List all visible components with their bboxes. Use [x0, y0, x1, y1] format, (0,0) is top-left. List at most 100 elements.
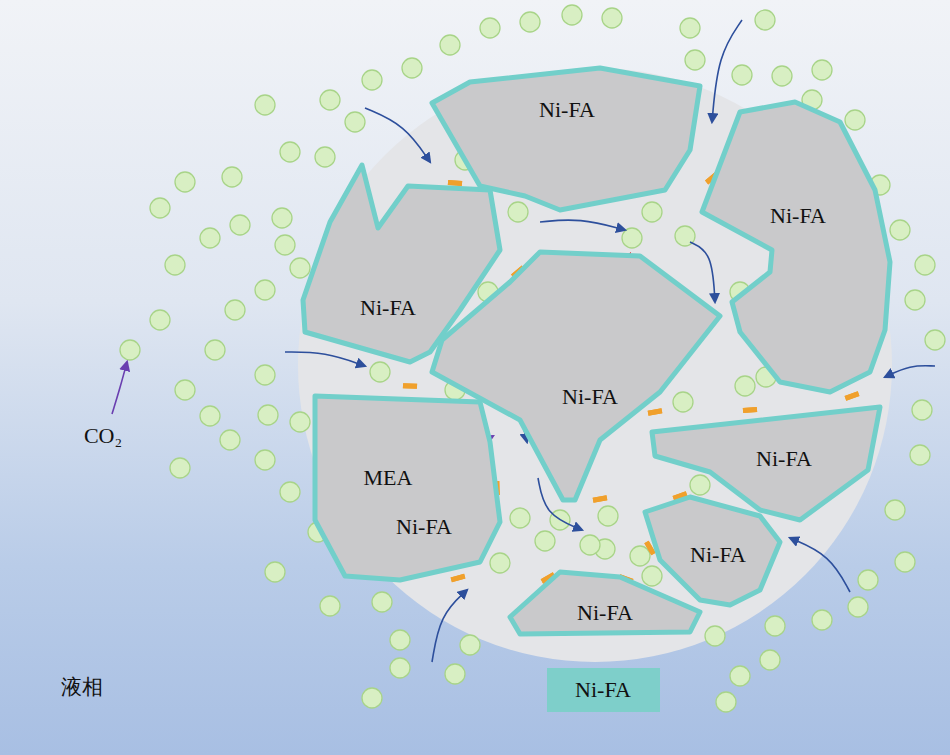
co2-dot — [222, 167, 242, 187]
co2-dot — [220, 430, 240, 450]
species-label: CO₂ — [84, 424, 122, 448]
co2-dot — [225, 300, 245, 320]
co2-dot — [150, 310, 170, 330]
particle-fragment: Ni-FA — [510, 572, 700, 634]
co2-dot — [265, 562, 285, 582]
co2-dot — [910, 445, 930, 465]
co2-dot — [165, 255, 185, 275]
co2-dot — [370, 362, 390, 382]
mea-site — [647, 542, 654, 554]
diffusion-arrows — [112, 20, 935, 662]
mea-site — [508, 185, 522, 187]
co2-dot — [845, 110, 865, 130]
fragment-label: Ni-FA — [690, 543, 746, 567]
fragment-outline — [702, 102, 890, 392]
co2-dot — [272, 208, 292, 228]
co2-dot — [402, 58, 422, 78]
co2-dot — [480, 18, 500, 38]
mea-site — [403, 383, 417, 389]
flow-arrow — [112, 362, 127, 414]
co2-dot — [732, 65, 752, 85]
co2-dot — [170, 458, 190, 478]
flow-arrow — [885, 366, 935, 377]
fragment-label: Ni-FA — [360, 296, 416, 320]
mea-site — [619, 577, 632, 582]
co2-dot — [895, 552, 915, 572]
co2-dot — [345, 112, 365, 132]
particle-circle — [298, 68, 892, 662]
fragment-label: Ni-FA — [539, 98, 595, 122]
fragment-label: Ni-FA — [575, 678, 631, 702]
co2-dot — [280, 482, 300, 502]
co2-dot — [510, 508, 530, 528]
co2-dot — [730, 666, 750, 686]
co2-dot — [390, 658, 410, 678]
legend-box: Ni-FA — [547, 668, 660, 712]
co2-dot — [905, 290, 925, 310]
co2-dot — [622, 228, 642, 248]
co2-dot — [255, 450, 275, 470]
mea-site — [403, 383, 417, 389]
mea-site — [448, 182, 462, 183]
co2-molecules — [120, 5, 945, 712]
mea-site — [650, 171, 660, 181]
co2-dot — [205, 340, 225, 360]
co2-dot — [630, 546, 650, 566]
co2-dot — [440, 35, 460, 55]
flow-arrow — [365, 108, 430, 162]
fragment-label: Ni-FA — [756, 447, 812, 471]
fragment-shape — [547, 668, 660, 712]
fragment-shape — [315, 396, 500, 580]
phase-label: 液相 — [61, 676, 103, 699]
flow-arrow — [432, 590, 467, 662]
co2-dot — [280, 142, 300, 162]
co2-dot — [508, 202, 528, 222]
mea-site — [743, 409, 757, 410]
co2-dot — [372, 592, 392, 612]
co2-dot — [230, 215, 250, 235]
co2-dot — [598, 506, 618, 526]
co2-dot — [562, 5, 582, 25]
fragment-shape — [702, 102, 890, 392]
co2-dot — [445, 664, 465, 684]
co2-dot — [255, 280, 275, 300]
flow-arrow — [540, 220, 625, 230]
particle-fragment: Ni-FA — [702, 102, 890, 392]
co2-dot — [175, 380, 195, 400]
co2-dot — [362, 688, 382, 708]
flow-arrow — [285, 352, 365, 366]
co2-dot — [765, 616, 785, 636]
mea-site — [743, 409, 757, 410]
co2-dot — [290, 258, 310, 278]
co2-dot — [642, 566, 662, 586]
co2-dot — [858, 570, 878, 590]
particle-fragment: Ni-FA — [645, 497, 780, 605]
co2-dot — [320, 596, 340, 616]
mea-site — [542, 575, 554, 582]
co2-dot — [716, 692, 736, 712]
mea-site — [707, 174, 718, 183]
co2-dot — [200, 406, 220, 426]
mea-site — [518, 405, 523, 418]
co2-dot — [812, 60, 832, 80]
co2-dot — [848, 597, 868, 617]
co2-dot — [460, 635, 480, 655]
fragment-label: Ni-FA — [770, 204, 826, 228]
mea-site — [448, 182, 462, 183]
callout-label: MEA — [364, 466, 413, 490]
co2-dot — [390, 630, 410, 650]
co2-dot — [812, 610, 832, 630]
co2-dot — [320, 90, 340, 110]
co2-dot — [258, 405, 278, 425]
mea-site — [451, 576, 465, 580]
co2-dot — [580, 535, 600, 555]
co2-dot — [673, 392, 693, 412]
co2-dot — [680, 18, 700, 38]
co2-dot — [705, 626, 725, 646]
co2-dot — [885, 500, 905, 520]
co2-dot — [520, 12, 540, 32]
co2-dot — [642, 202, 662, 222]
co2-dot — [755, 10, 775, 30]
co2-dot — [925, 330, 945, 350]
flow-arrow — [690, 242, 715, 302]
